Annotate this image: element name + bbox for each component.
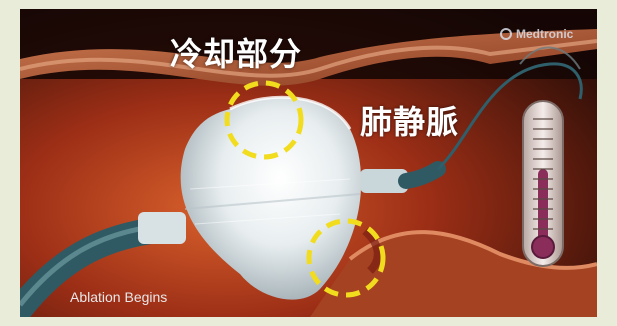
cooling-part-label: 冷却部分 — [170, 29, 302, 75]
pulmonary-vein-label: 肺静脈 — [360, 97, 459, 143]
brand-name: Medtronic — [516, 27, 573, 41]
catheter-sheath — [138, 212, 186, 244]
video-frame: 冷却部分 肺静脈 Medtronic Ablation Begins — [20, 9, 597, 317]
ablation-illustration — [20, 9, 597, 317]
brand-logo: Medtronic — [500, 27, 573, 41]
video-caption: Ablation Begins — [70, 289, 167, 305]
medtronic-logo-icon — [500, 28, 512, 40]
